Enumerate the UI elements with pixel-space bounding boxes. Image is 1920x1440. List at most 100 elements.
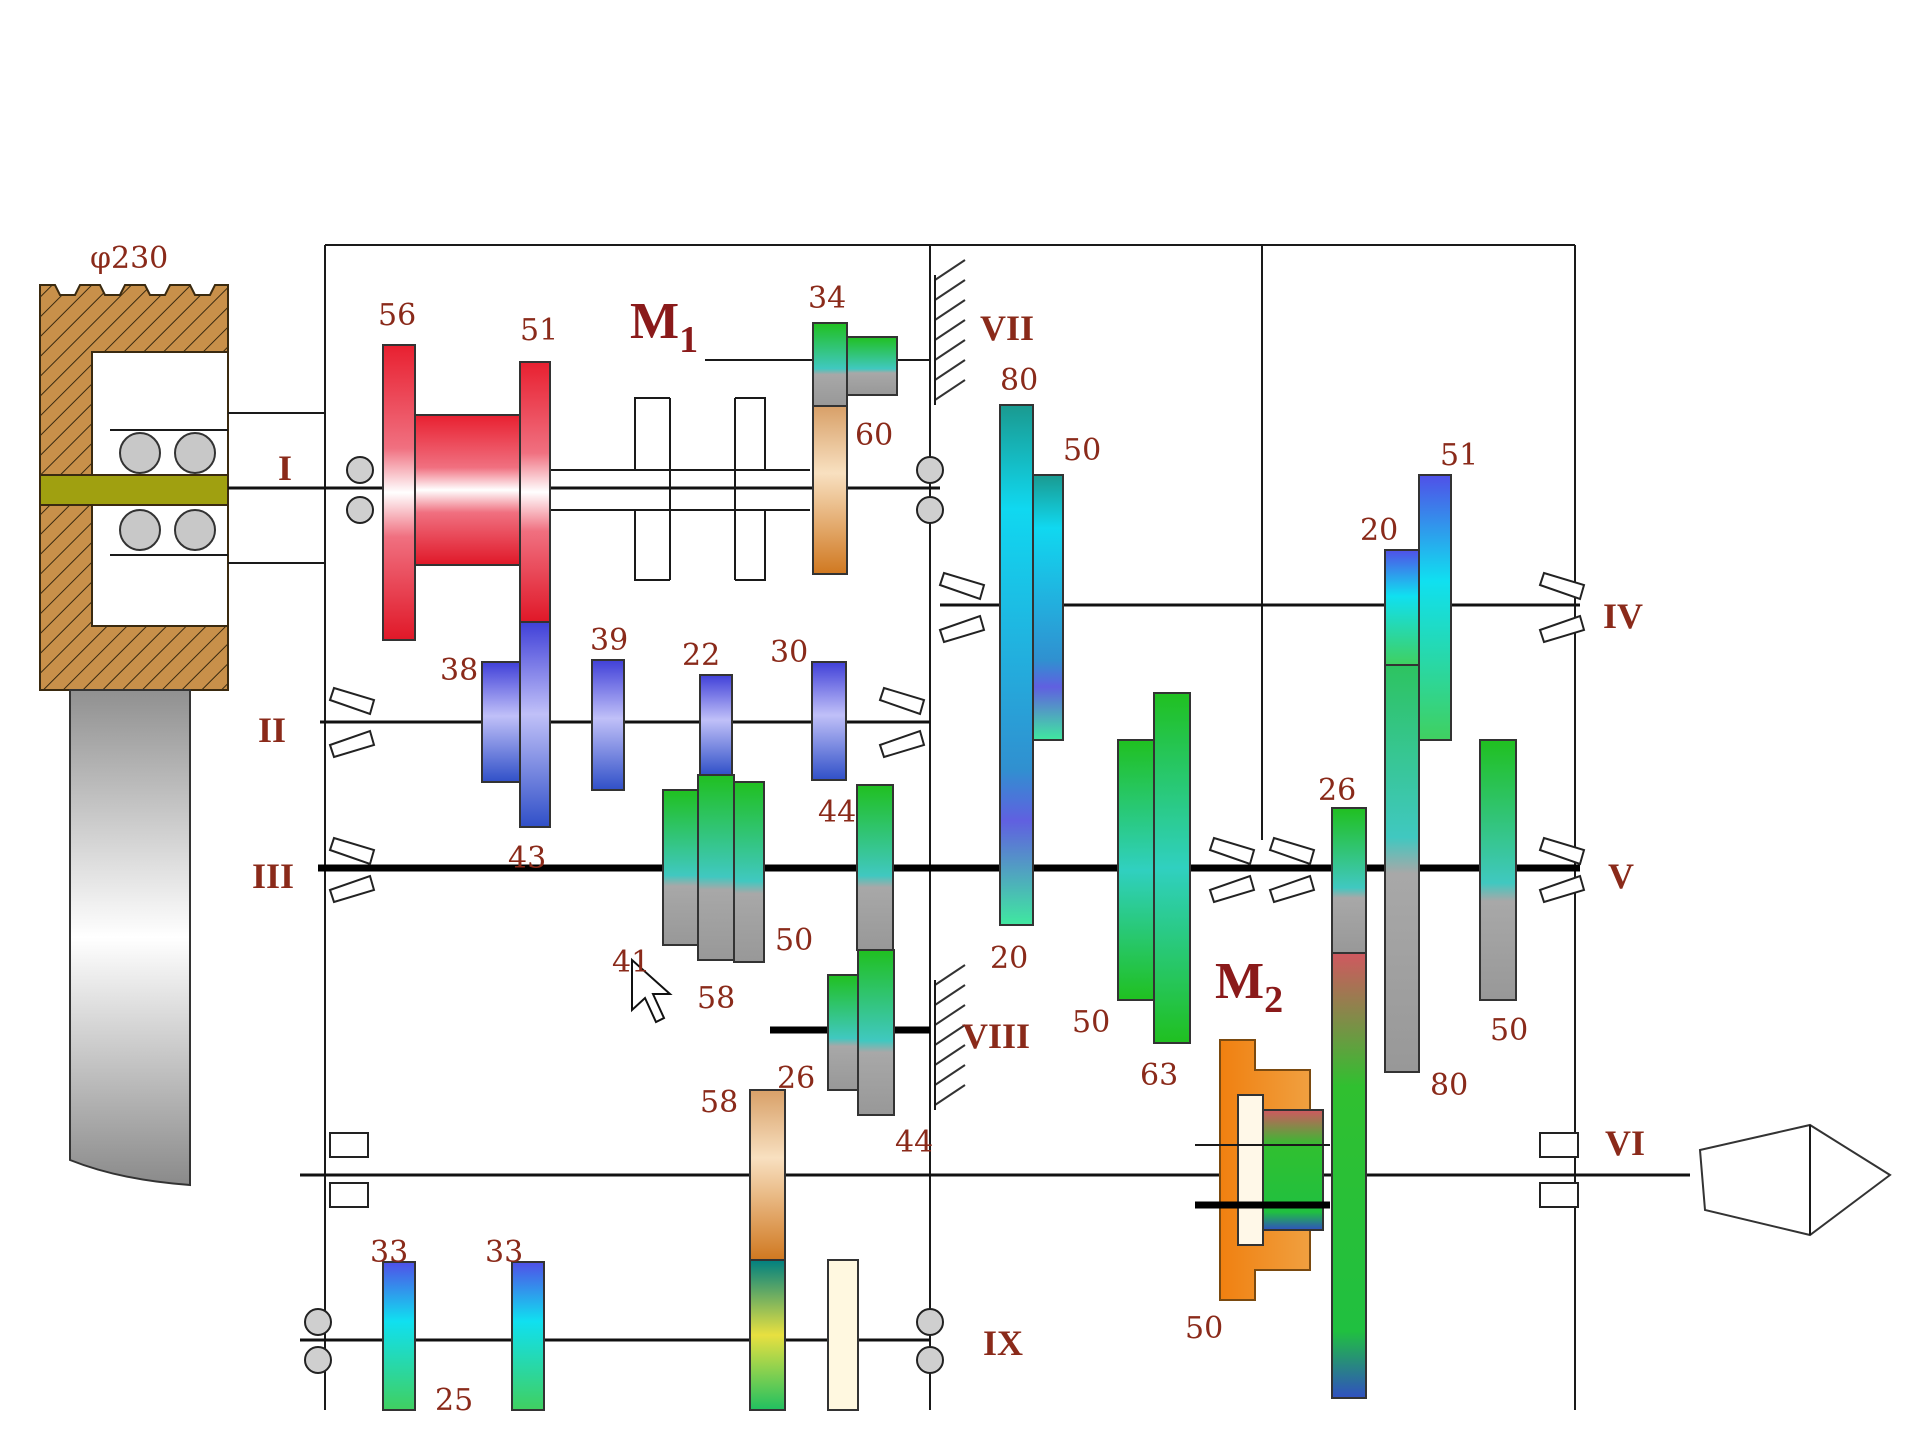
tooth-count-label-29: 33 <box>485 1235 523 1270</box>
gear-17 <box>856 784 894 951</box>
tapered-bearing-10 <box>1208 874 1256 904</box>
clutch-m1-sub: 1 <box>679 319 698 361</box>
clutch-m1-main: M <box>630 293 679 350</box>
tooth-count-label-5: 80 <box>1000 363 1038 398</box>
tapered-bearing-8 <box>938 614 986 644</box>
gear-8 <box>1032 474 1064 741</box>
tooth-count-label-24: 58 <box>700 1085 738 1120</box>
gear-27 <box>857 949 895 1116</box>
gear-28 <box>749 1089 786 1261</box>
tapered-bearing-14 <box>1538 614 1586 644</box>
thrust-bearing-4 <box>1539 1182 1579 1208</box>
tooth-count-label-11: 22 <box>682 638 720 673</box>
tooth-count-label-18: 20 <box>990 941 1028 976</box>
gear-3 <box>519 361 551 623</box>
gear-32 <box>827 1259 859 1411</box>
tapered-bearing-7 <box>938 571 986 601</box>
gear-26 <box>827 974 859 1091</box>
tapered-bearing-16 <box>1538 874 1586 904</box>
tooth-count-label-20: 50 <box>1072 1005 1110 1040</box>
tooth-count-label-26: 44 <box>895 1125 933 1160</box>
clutch-m2-label: M2 <box>1215 953 1283 1021</box>
drive-pulley <box>39 284 229 1187</box>
tooth-count-label-10: 39 <box>590 623 628 658</box>
housing-frame <box>324 244 1576 1410</box>
shaft-label-2: II <box>258 710 286 750</box>
tooth-count-label-7: 51 <box>1440 438 1478 473</box>
tooth-count-label-30: 25 <box>435 1383 473 1418</box>
shaft-label-3: III <box>252 856 294 896</box>
tooth-count-label-17: 50 <box>775 923 813 958</box>
gear-13 <box>811 661 847 781</box>
clutch-m2-sub: 2 <box>1264 979 1283 1021</box>
tooth-count-label-2: 51 <box>520 313 558 348</box>
gear-19 <box>1153 692 1191 1044</box>
clutch-m2-main: M <box>1215 953 1264 1010</box>
ball-bearing-2 <box>346 496 374 524</box>
tooth-count-label-19: 26 <box>1318 773 1356 808</box>
gear-29 <box>749 1259 786 1411</box>
gear-31 <box>511 1261 545 1411</box>
tooth-count-label-14: 44 <box>818 795 856 830</box>
tooth-count-label-8: 20 <box>1360 513 1398 548</box>
tooth-count-label-22: 80 <box>1430 1068 1468 1103</box>
gear-24 <box>1384 549 1420 666</box>
gear-5 <box>846 336 898 396</box>
thrust-bearing-1 <box>329 1132 369 1158</box>
ball-bearing-1 <box>346 456 374 484</box>
tapered-bearing-6 <box>878 729 926 759</box>
tooth-count-label-16: 58 <box>697 981 735 1016</box>
bearing-set <box>304 456 1586 1374</box>
gear-20 <box>1331 807 1367 954</box>
gear-15 <box>697 774 735 961</box>
tapered-bearing-1 <box>328 686 376 716</box>
gear-11 <box>591 659 625 791</box>
tapered-bearing-9 <box>1208 836 1256 866</box>
tapered-bearing-12 <box>1268 874 1316 904</box>
gear-set <box>382 322 1517 1411</box>
tapered-bearing-3 <box>328 836 376 866</box>
shaft-label-9: IX <box>983 1323 1023 1363</box>
tapered-bearing-11 <box>1268 836 1316 866</box>
thrust-bearing-2 <box>329 1182 369 1208</box>
tooth-count-label-21: 63 <box>1140 1058 1178 1093</box>
pulley-diameter-label: φ230 <box>90 241 168 276</box>
shaft-label-1: I <box>278 448 292 488</box>
gear-23 <box>1418 474 1452 741</box>
tapered-bearing-5 <box>878 686 926 716</box>
ball-bearing-5 <box>304 1308 332 1336</box>
spindle-nose <box>1698 1123 1892 1237</box>
clutch-m2 <box>1195 1039 1330 1301</box>
gear-6 <box>812 405 848 575</box>
ball-bearing-7 <box>916 1308 944 1336</box>
gear-7 <box>999 404 1034 926</box>
tapered-bearing-2 <box>328 729 376 759</box>
gear-30 <box>382 1261 416 1411</box>
gear-14 <box>662 789 699 946</box>
gear-21 <box>1331 952 1367 1399</box>
tooth-count-label-4: 60 <box>855 418 893 453</box>
ball-bearing-4 <box>916 496 944 524</box>
tooth-count-label-9: 38 <box>440 653 478 688</box>
tapered-bearing-15 <box>1538 836 1586 866</box>
tapered-bearing-4 <box>328 874 376 904</box>
ball-bearing-3 <box>916 456 944 484</box>
ball-bearing-6 <box>304 1346 332 1374</box>
gear-16 <box>733 781 765 963</box>
tapered-bearing-13 <box>1538 571 1586 601</box>
shaft-label-4: IV <box>1603 596 1643 636</box>
shaft-label-6: VI <box>1605 1123 1645 1163</box>
gear-25 <box>1479 739 1517 1001</box>
clutch-m1-label: M1 <box>630 293 698 361</box>
tooth-count-label-12: 30 <box>770 635 808 670</box>
shaft-label-7: VII <box>980 308 1034 348</box>
gear-2 <box>414 414 521 566</box>
gear-12 <box>699 674 733 776</box>
gear-9 <box>481 661 521 783</box>
tooth-count-label-15: 41 <box>612 945 650 980</box>
tooth-count-label-13: 43 <box>508 841 546 876</box>
tooth-count-label-23: 50 <box>1490 1013 1528 1048</box>
